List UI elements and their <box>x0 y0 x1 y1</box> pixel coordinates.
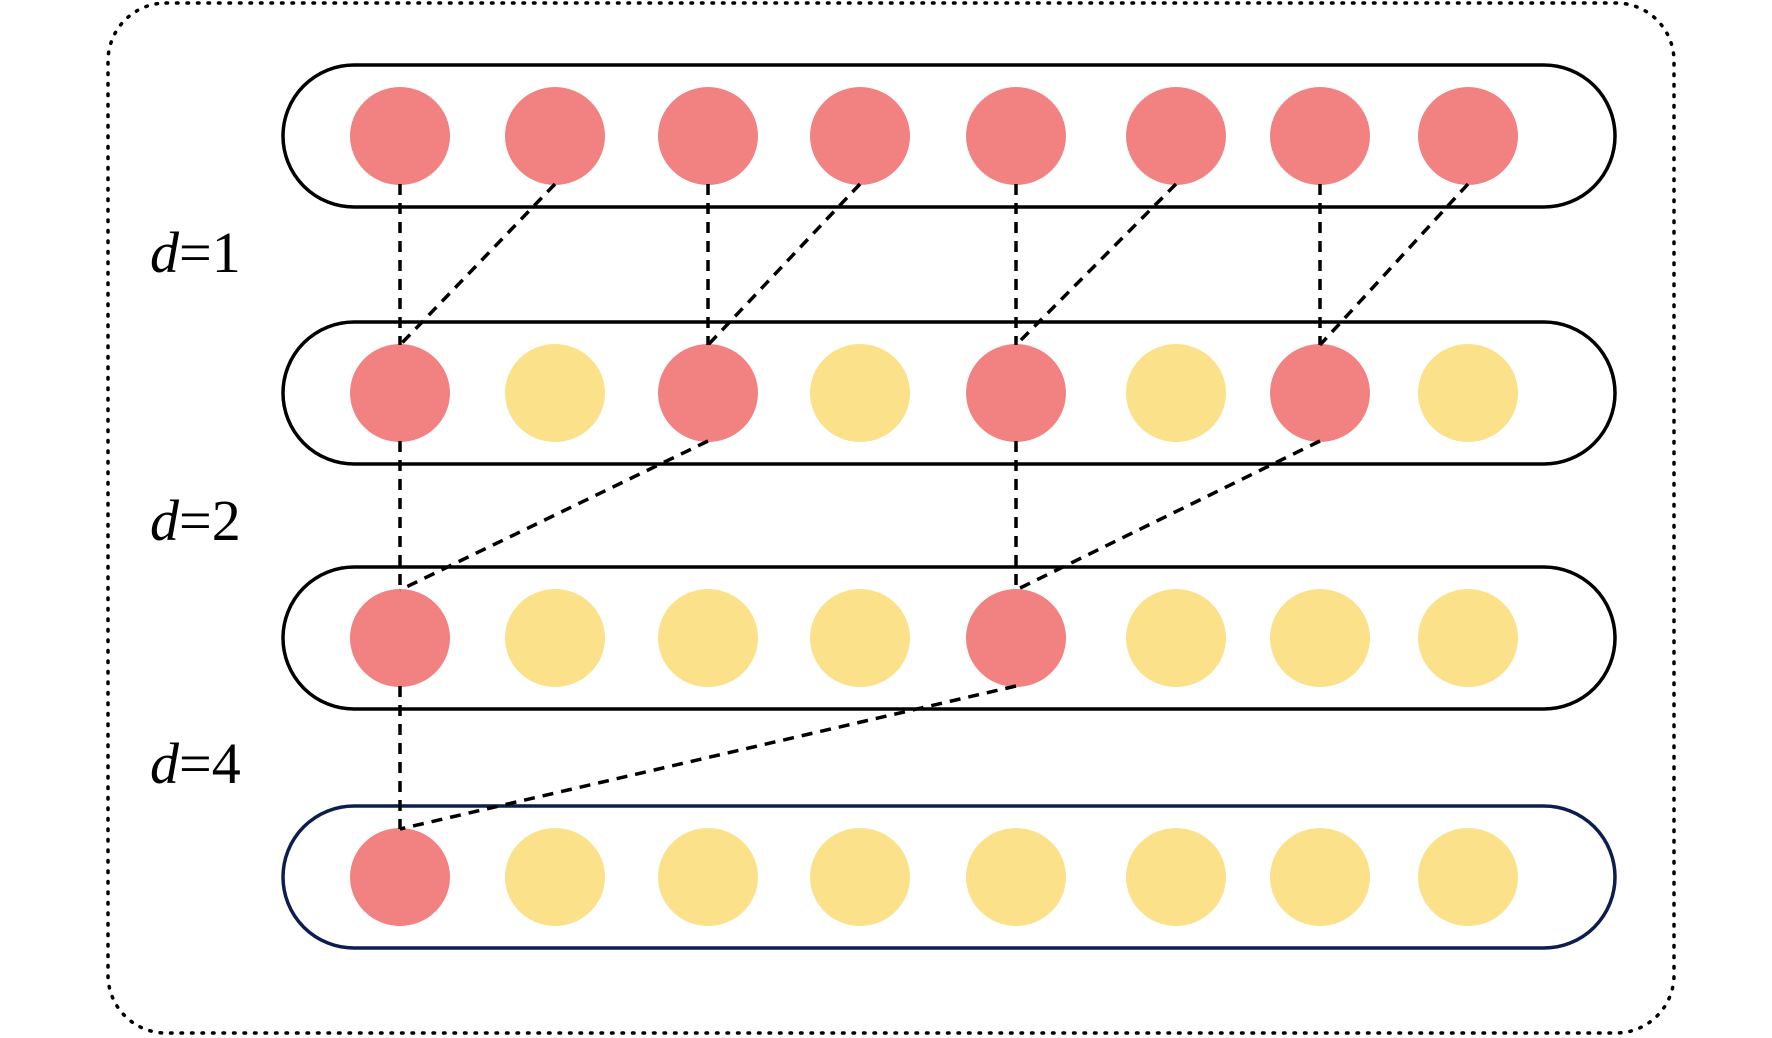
node-active <box>1270 344 1370 442</box>
node-inactive <box>966 828 1066 926</box>
node-inactive <box>1126 589 1226 687</box>
node-active <box>810 87 910 185</box>
node-active <box>658 87 758 185</box>
node-active <box>658 344 758 442</box>
node-inactive <box>1270 589 1370 687</box>
node-active <box>350 589 450 687</box>
node-active <box>350 344 450 442</box>
level-labels: d=1 d=2 d=4 <box>150 220 241 796</box>
node-inactive <box>658 589 758 687</box>
dilation-1-layer-capsule <box>281 320 1617 466</box>
node-inactive <box>810 589 910 687</box>
level-label-d1: d=1 <box>150 220 241 285</box>
level-label-d2: d=2 <box>150 488 241 553</box>
node-inactive <box>1126 344 1226 442</box>
dilation-2-layer-capsule <box>281 565 1617 711</box>
input-layer-capsule <box>281 63 1617 209</box>
output-layer-capsule <box>281 804 1617 950</box>
node-active <box>350 87 450 185</box>
node-inactive <box>505 828 605 926</box>
dashed-connection <box>399 439 709 592</box>
node-active <box>1126 87 1226 185</box>
node-inactive <box>810 828 910 926</box>
layers <box>281 63 1617 950</box>
node-inactive <box>1418 828 1518 926</box>
node-inactive <box>1270 828 1370 926</box>
node-active <box>966 589 1066 687</box>
node-active <box>1418 87 1518 185</box>
node-inactive <box>1418 344 1518 442</box>
outer-dotted-frame <box>106 1 1676 1035</box>
node-active <box>350 828 450 926</box>
dashed-connection <box>399 684 1017 831</box>
connections <box>398 182 1470 831</box>
node-inactive <box>505 344 605 442</box>
node-active <box>505 87 605 185</box>
node-inactive <box>505 589 605 687</box>
node-active <box>966 344 1066 442</box>
level-label-d4: d=4 <box>150 731 241 796</box>
node-active <box>1270 87 1370 185</box>
node-inactive <box>658 828 758 926</box>
node-inactive <box>810 344 910 442</box>
node-inactive <box>1418 589 1518 687</box>
node-active <box>966 87 1066 185</box>
node-inactive <box>1126 828 1226 926</box>
